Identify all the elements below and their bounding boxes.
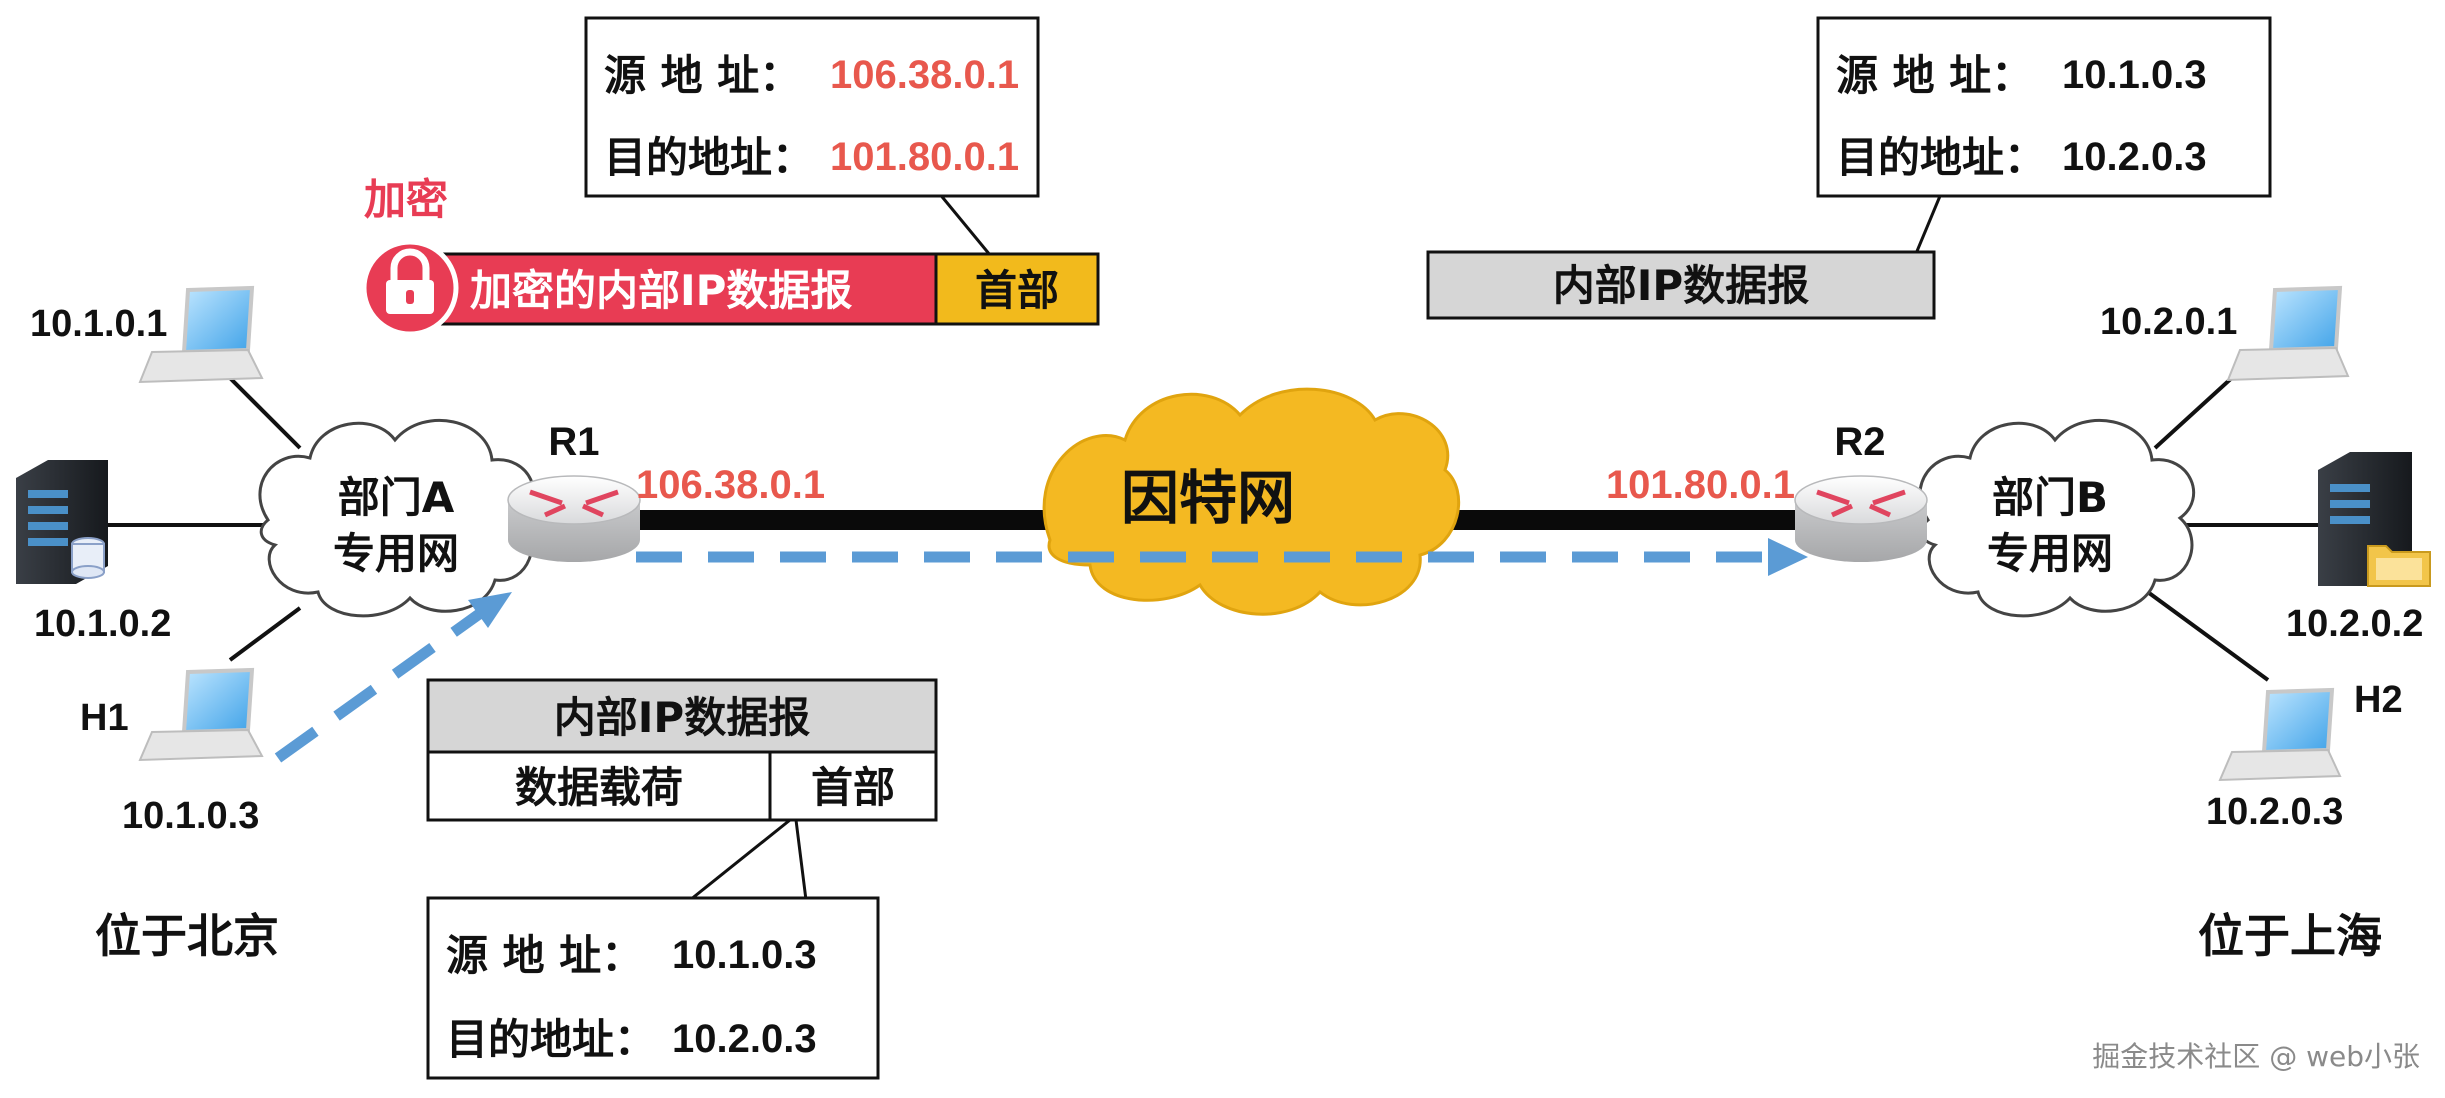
inner-header-box-bottom: 源 地 址： 10.1.0.3 目的地址： 10.2.0.3 [426,818,880,1080]
inner-packet-bottom: 内部IP数据报 数据载荷 首部 [426,678,938,822]
laptop-icon [138,285,264,384]
network-b-line2: 专用网 [1987,529,2113,578]
router-r2-ip: 101.80.0.1 [1606,463,1795,507]
host-ip: 10.1.0.2 [34,603,171,645]
bottom-dst-value: 10.2.0.3 [672,1017,817,1061]
outer-src-label: 源 地 址： [604,51,801,100]
outer-dst-label: 目的地址： [604,133,814,182]
right-dst-value: 10.2.0.3 [2062,135,2207,179]
host-h2-name: H2 [2354,679,2403,721]
outer-header-box: 源 地 址： 106.38.0.1 目的地址： 101.80.0.1 [584,16,1040,256]
router-r1-name: R1 [548,420,599,464]
outer-src-value: 106.38.0.1 [830,53,1019,97]
laptop-icon [2218,687,2342,782]
network-a-line2: 专用网 [333,529,459,578]
inner-packet-bottom-title: 内部IP数据报 [554,693,810,742]
inner-packet-right: 内部IP数据报 [1426,250,1936,320]
host-ip: 10.2.0.3 [2206,791,2343,833]
host-h1-name: H1 [80,697,129,739]
encrypted-payload-label: 加密的内部IP数据报 [470,266,852,315]
inner-packet-bottom-payload: 数据载荷 [515,763,683,812]
host-server-10-1-0-2: 10.1.0.2 [16,460,171,645]
host-laptop-10-1-0-1: 10.1.0.1 [30,285,264,384]
router-r1-ip: 106.38.0.1 [636,463,825,507]
host-h1: H1 10.1.0.3 [80,667,264,837]
bottom-dst-label: 目的地址： [446,1015,656,1064]
network-a-line1: 部门A [338,473,455,522]
router-r2-name: R2 [1834,420,1885,464]
network-b-line1: 部门B [1992,473,2108,522]
server-icon [16,460,108,584]
right-src-value: 10.1.0.3 [2062,53,2207,97]
network-b-cloud: 部门B 专用网 [1918,418,2196,618]
arrowhead-up [468,592,512,628]
encrypted-packet: 加密 加密的内部IP数据报 首部 [361,175,1100,337]
router-r2: R2 101.80.0.1 [1606,420,1928,562]
host-h2: H2 10.2.0.3 [2206,679,2403,833]
encrypted-header-label: 首部 [975,266,1059,315]
router-icon [1794,475,1928,562]
router-r1: R1 106.38.0.1 [507,420,825,562]
internet-label: 因特网 [1121,464,1295,532]
host-server-10-2-0-2: 10.2.0.2 [2286,452,2431,645]
bottom-src-label: 源 地 址： [446,931,643,980]
right-src-label: 源 地 址： [1836,51,2033,100]
host-links [105,373,2320,682]
internet-cloud: 因特网 [1042,387,1461,616]
host-laptop-10-2-0-1: 10.2.0.1 [2100,285,2350,382]
laptop-icon [2226,285,2350,382]
arrowhead-right [1768,538,1808,576]
lock-icon [361,239,459,337]
encrypt-label: 加密 [364,175,448,224]
inner-packet-right-label: 内部IP数据报 [1553,261,1809,310]
inner-packet-bottom-header: 首部 [811,763,895,812]
host-ip: 10.2.0.2 [2286,603,2423,645]
bottom-src-value: 10.1.0.3 [672,933,817,977]
server-icon [2318,452,2431,587]
outer-dst-value: 101.80.0.1 [830,135,1019,179]
watermark: 掘金技术社区 @ web小张 [2092,1040,2420,1073]
network-a-cloud: 部门A 专用网 [258,418,536,618]
location-left: 位于北京 [95,909,279,963]
host-ip: 10.2.0.1 [2100,301,2237,343]
laptop-icon [138,667,264,762]
inner-header-box-right: 源 地 址： 10.1.0.3 目的地址： 10.2.0.3 [1816,16,2272,269]
router-icon [507,475,641,562]
right-dst-label: 目的地址： [1836,133,2046,182]
host-ip: 10.1.0.3 [122,795,259,837]
location-right: 位于上海 [2198,909,2382,963]
host-ip: 10.1.0.1 [30,303,167,345]
data-path-arrow [274,551,1770,763]
